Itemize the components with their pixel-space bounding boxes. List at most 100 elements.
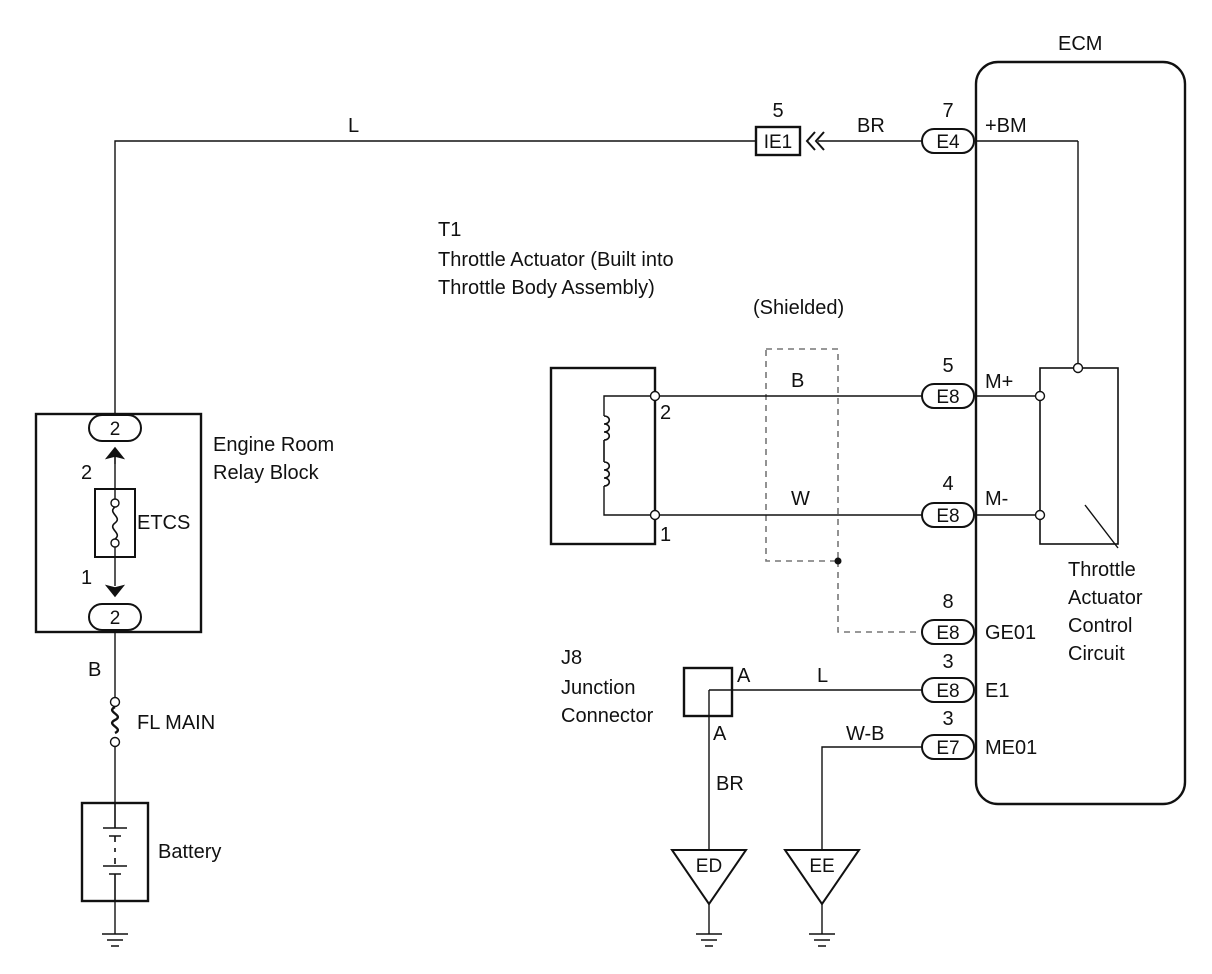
ge01-connector-label: E8 [936,623,959,644]
ed-ground-triangle-icon [670,849,748,906]
ee-ground-triangle-icon [783,849,861,906]
m-plus-terminal: M+ [985,371,1013,393]
actuator-code: T1 [438,219,461,241]
wire-b-power-color: B [88,659,101,681]
m-plus-circuit: B E8 5 M+ [659,355,1013,409]
fusible-link-icon [110,705,120,735]
me01-connector [921,734,975,760]
ge01-pin: 8 [942,591,953,613]
e4-connector [921,128,975,154]
control-circuit-line3: Control [1068,615,1132,637]
shield-label: (Shielded) [753,297,844,319]
actuator-pin2-node [649,390,661,402]
me01-wire [821,746,922,850]
me01-wire-color: W-B [846,723,885,745]
ge01-connector [921,619,975,645]
relay-top-connector [88,414,142,442]
shield-drain-wire [837,561,922,633]
shield-drain-node [834,557,842,565]
fl-main-label: FL MAIN [137,712,215,734]
ed-ground-icon [696,933,722,947]
actuator-coil-lead-bottom [603,486,655,516]
m-minus-node [1034,509,1046,521]
relay-bottom-terminal-icon [104,584,126,598]
control-circuit-box [1039,367,1119,545]
shield: (Shielded) [753,297,922,633]
ecm-title: ECM [1058,33,1102,55]
ground-ed: ED [670,849,748,947]
e1-connector-label: E8 [936,681,959,702]
ee-label: EE [809,856,834,877]
fuse-element-icon [111,506,119,540]
relay-top-terminal-icon [104,446,126,464]
ie1-connector [754,125,802,157]
ge01-terminal: GE01 [985,622,1036,644]
actuator-name-line2: Throttle Body Assembly) [438,277,655,299]
bm-circuit: L IE1 5 BR E4 7 +BM [114,100,1027,415]
relay-bottom-connector-label: 2 [110,608,121,629]
etcs-fuse-node-bottom [110,538,120,548]
m-plus-connector-label: E8 [936,387,959,408]
m-plus-connector [921,383,975,409]
m-minus-pin: 4 [942,473,953,495]
m-minus-connector [921,502,975,528]
m-plus-pin: 5 [942,355,953,377]
e1-connector [921,677,975,703]
battery-cell-icon [103,803,127,901]
e4-terminal: +BM [985,115,1027,137]
shield-outline [765,348,839,562]
junction-name-line1: Junction [561,677,636,699]
e1-pin: 3 [942,651,953,673]
m-plus-node [1034,390,1046,402]
ge01-circuit: E8 8 GE01 [921,591,1036,645]
junction-name-line2: Connector [561,705,654,727]
power-feed: B FL MAIN Battery [80,630,221,947]
me01-connector-label: E7 [936,738,959,759]
control-circuit-line2: Actuator [1068,587,1143,609]
junction-connector-box [682,666,734,718]
ie1-label: IE1 [764,132,793,153]
throttle-actuator-control-circuit: Throttle Actuator Control Circuit [976,140,1143,665]
etcs-fuse-node-top [110,498,120,508]
ground-ee: EE [783,849,861,947]
e4-label: E4 [936,132,960,153]
actuator-pin2: 2 [660,402,671,424]
relay-block-name-line2: Relay Block [213,462,320,484]
e1-circuit: J8 Junction Connector A L A BR E8 3 E1 [561,647,1009,850]
bm-node [1072,362,1084,374]
m-minus-connector-label: E8 [936,506,959,527]
motor-coil-icon [603,415,611,487]
battery-ground-icon [102,933,128,947]
ee-ground-icon [809,933,835,947]
wire-br-top-color: BR [857,115,885,137]
junction-pin-a1: A [737,665,751,687]
e1-terminal: E1 [985,680,1009,702]
ed-wire-color: BR [716,773,744,795]
actuator-box [549,366,657,546]
junction-code: J8 [561,647,582,669]
e4-pin: 7 [942,100,953,122]
throttle-actuator: T1 Throttle Actuator (Built into Throttl… [438,219,674,546]
actuator-pin1-node [649,509,661,521]
fl-main-node-top [109,696,121,708]
relay-top-connector-label: 2 [110,419,121,440]
m-plus-wire-color: B [791,370,804,392]
junction-pin-a2: A [713,723,727,745]
ecm-block: ECM [974,33,1187,806]
wire-l-top-color: L [348,115,359,137]
etcs-fuse-label: ETCS [137,512,190,534]
relay-pin-upper: 2 [81,462,92,484]
actuator-name-line1: Throttle Actuator (Built into [438,249,674,271]
relay-pin-lower: 1 [81,567,92,589]
actuator-pin1: 1 [660,524,671,546]
control-circuit-line1: Throttle [1068,559,1136,581]
actuator-coil-lead-top [603,395,655,416]
control-circuit-leader [1084,504,1119,549]
ie1-terminal-chevrons [805,131,825,151]
m-minus-wire-color: W [791,488,810,510]
m-minus-terminal: M- [985,488,1008,510]
me01-terminal: ME01 [985,737,1037,759]
me01-pin: 3 [942,708,953,730]
wire-l-top [114,140,756,415]
